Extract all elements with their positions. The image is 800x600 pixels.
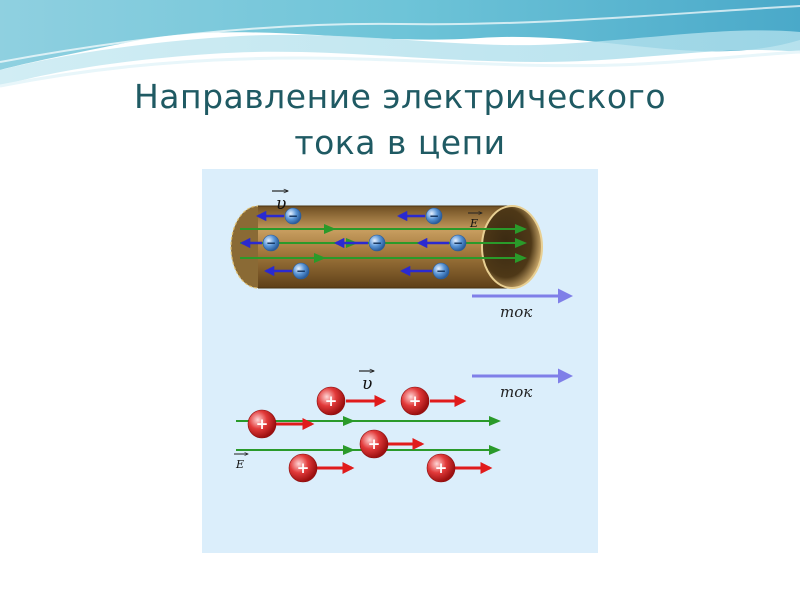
- electron: −: [255, 207, 302, 225]
- svg-text:−: −: [429, 209, 439, 223]
- title-line-2: тока в цепи: [294, 123, 506, 162]
- positive-charge: +: [426, 453, 493, 483]
- field-arrowhead: [314, 253, 326, 263]
- svg-text:−: −: [288, 209, 298, 223]
- svg-text:υ: υ: [276, 194, 286, 214]
- title-line-1: Направление электрического: [133, 77, 667, 116]
- svg-text:ток: ток: [500, 383, 532, 401]
- svg-text:υ: υ: [362, 374, 372, 394]
- electron: −: [416, 234, 467, 252]
- svg-text:−: −: [436, 264, 446, 278]
- field-arrowhead: [489, 445, 501, 455]
- svg-text:+: +: [368, 435, 381, 453]
- field-arrowhead: [343, 416, 355, 426]
- current-direction-diagram: − − − − − − −: [202, 169, 598, 553]
- field-arrowhead: [515, 253, 527, 263]
- svg-text:E: E: [235, 458, 244, 471]
- svg-text:−: −: [266, 236, 276, 250]
- electron: −: [333, 234, 386, 252]
- positive-charge: +: [400, 386, 467, 416]
- positive-charge: +: [316, 386, 387, 416]
- svg-text:−: −: [453, 236, 463, 250]
- positive-charge: +: [359, 429, 425, 459]
- electron: −: [239, 234, 280, 252]
- positive-charge: +: [288, 453, 355, 483]
- svg-text:−: −: [372, 236, 382, 250]
- svg-text:+: +: [256, 415, 269, 433]
- svg-text:+: +: [409, 392, 422, 410]
- svg-text:ток: ток: [500, 303, 532, 321]
- svg-text:+: +: [325, 392, 338, 410]
- svg-text:+: +: [297, 459, 310, 477]
- positive-charge: +: [247, 409, 315, 439]
- field-arrowhead: [515, 224, 527, 234]
- electrons: − − − − − − −: [239, 207, 467, 280]
- current-arrow-bottom: ток: [472, 368, 573, 401]
- electron: −: [399, 262, 450, 280]
- field-vector-label-top: E: [468, 213, 482, 230]
- svg-text:E: E: [469, 217, 478, 230]
- current-arrow-top: ток: [472, 288, 573, 321]
- electron: −: [396, 207, 443, 225]
- velocity-vector-label-top: υ: [272, 191, 288, 214]
- field-arrowhead: [343, 445, 355, 455]
- electric-field-lines-conductor: [240, 224, 527, 263]
- velocity-vector-label-bottom: υ: [359, 371, 374, 394]
- electron: −: [263, 262, 310, 280]
- wave-header: [0, 0, 800, 88]
- field-arrowhead: [489, 416, 501, 426]
- field-vector-label-bottom: E: [234, 454, 248, 471]
- positive-charges: + + + + + +: [247, 386, 493, 483]
- field-arrowhead: [324, 224, 336, 234]
- page-title: Направление электрического тока в цепи: [0, 74, 800, 166]
- field-arrowhead: [515, 238, 527, 248]
- svg-text:+: +: [435, 459, 448, 477]
- conductor-end-face: [481, 205, 543, 289]
- svg-text:−: −: [296, 264, 306, 278]
